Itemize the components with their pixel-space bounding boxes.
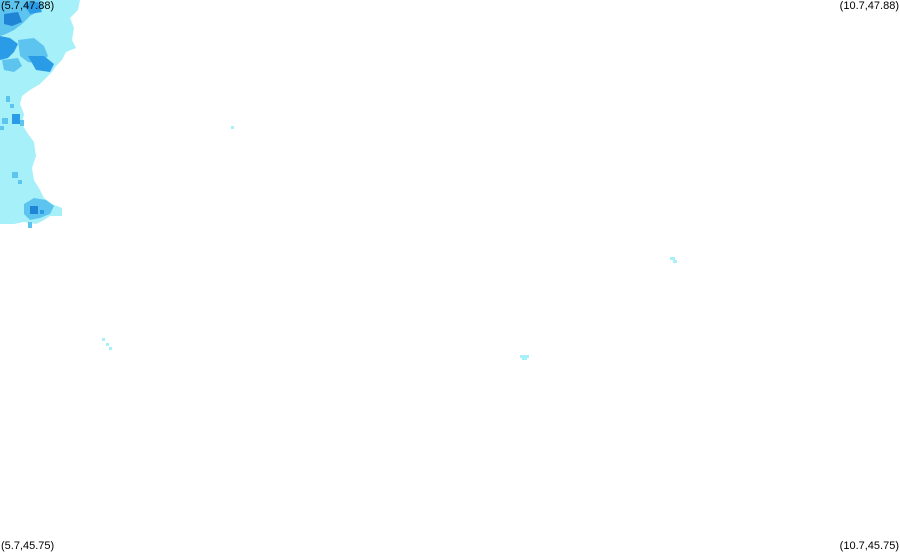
intensity-cell: [12, 172, 18, 178]
intensity-cell: [522, 358, 527, 360]
intensity-cell: [18, 180, 22, 184]
intensity-cell: [40, 210, 44, 214]
intensity-cell: [0, 126, 4, 130]
intensity-cell: [2, 118, 8, 124]
intensity-region: [24, 198, 54, 220]
corner-label-top-left: (5.7,47.88): [1, 0, 55, 12]
intensity-region: [2, 58, 22, 72]
intensity-region: [0, 0, 80, 224]
intensity-region: [0, 36, 18, 60]
intensity-cell: [28, 222, 32, 228]
corner-label-bottom-left: (5.7,45.75): [1, 540, 55, 552]
intensity-cell: [10, 104, 14, 108]
intensity-cell: [106, 343, 109, 346]
corner-label-bottom-right: (10.7,45.75): [839, 540, 899, 552]
intensity-cell: [6, 96, 10, 102]
intensity-region: [28, 56, 54, 72]
intensity-cell: [12, 114, 20, 124]
intensity-cells: [0, 0, 677, 360]
intensity-cell: [673, 260, 677, 263]
intensity-cell: [102, 338, 105, 341]
intensity-region: [24, 2, 42, 14]
intensity-cell: [231, 126, 234, 129]
intensity-cell: [30, 206, 38, 214]
intensity-cell: [20, 120, 24, 126]
intensity-region: [4, 12, 22, 26]
intensity-cell: [109, 347, 112, 350]
intensity-cell: [520, 355, 529, 358]
intensity-cell: [670, 257, 675, 260]
corner-label-top-right: (10.7,47.88): [839, 0, 899, 12]
